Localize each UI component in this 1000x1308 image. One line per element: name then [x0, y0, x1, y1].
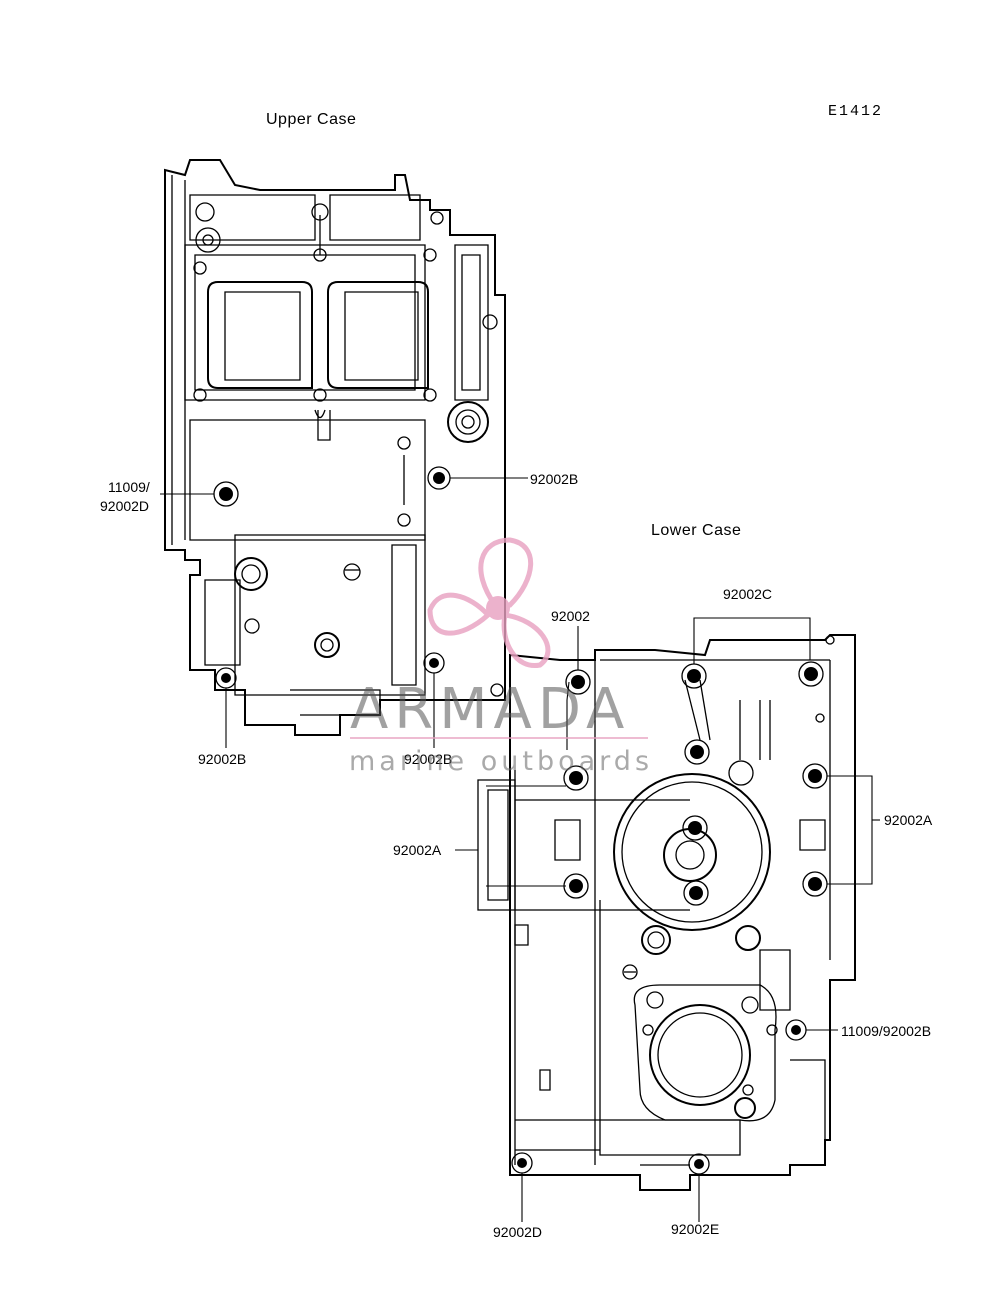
callout-lower-11009-92002b: 11009/92002B: [841, 1023, 931, 1039]
lower-case-drawing: [477, 634, 856, 1191]
upper-case-title: Upper Case: [266, 111, 356, 128]
callout-lower-92002c: 92002C: [723, 586, 772, 602]
callout-lower-92002e: 92002E: [671, 1221, 719, 1237]
callout-upper-11009-line2: 92002D: [100, 498, 149, 514]
callout-upper-92002b-right: 92002B: [530, 471, 578, 487]
callout-upper-92002b-bottom-left: 92002B: [198, 751, 246, 767]
upper-case-leaders: [160, 477, 528, 748]
callout-upper-92002b-bottom-right: 92002B: [404, 751, 452, 767]
watermark-brand: ARMADA: [350, 677, 630, 742]
lower-case-leaders: [455, 617, 880, 1222]
callout-lower-92002a-right: 92002A: [884, 812, 933, 828]
diagram-code: E1412: [828, 103, 883, 120]
lower-case-title: Lower Case: [651, 522, 741, 539]
callout-upper-11009-line1: 11009/: [108, 479, 150, 495]
callout-lower-92002a-left: 92002A: [393, 842, 442, 858]
watermark-tagline: marine outboards: [349, 746, 653, 777]
upper-case-drawing: [164, 159, 506, 736]
callout-lower-92002: 92002: [551, 608, 590, 624]
armada-logo-icon: [427, 537, 551, 668]
callout-lower-92002d: 92002D: [493, 1224, 542, 1240]
